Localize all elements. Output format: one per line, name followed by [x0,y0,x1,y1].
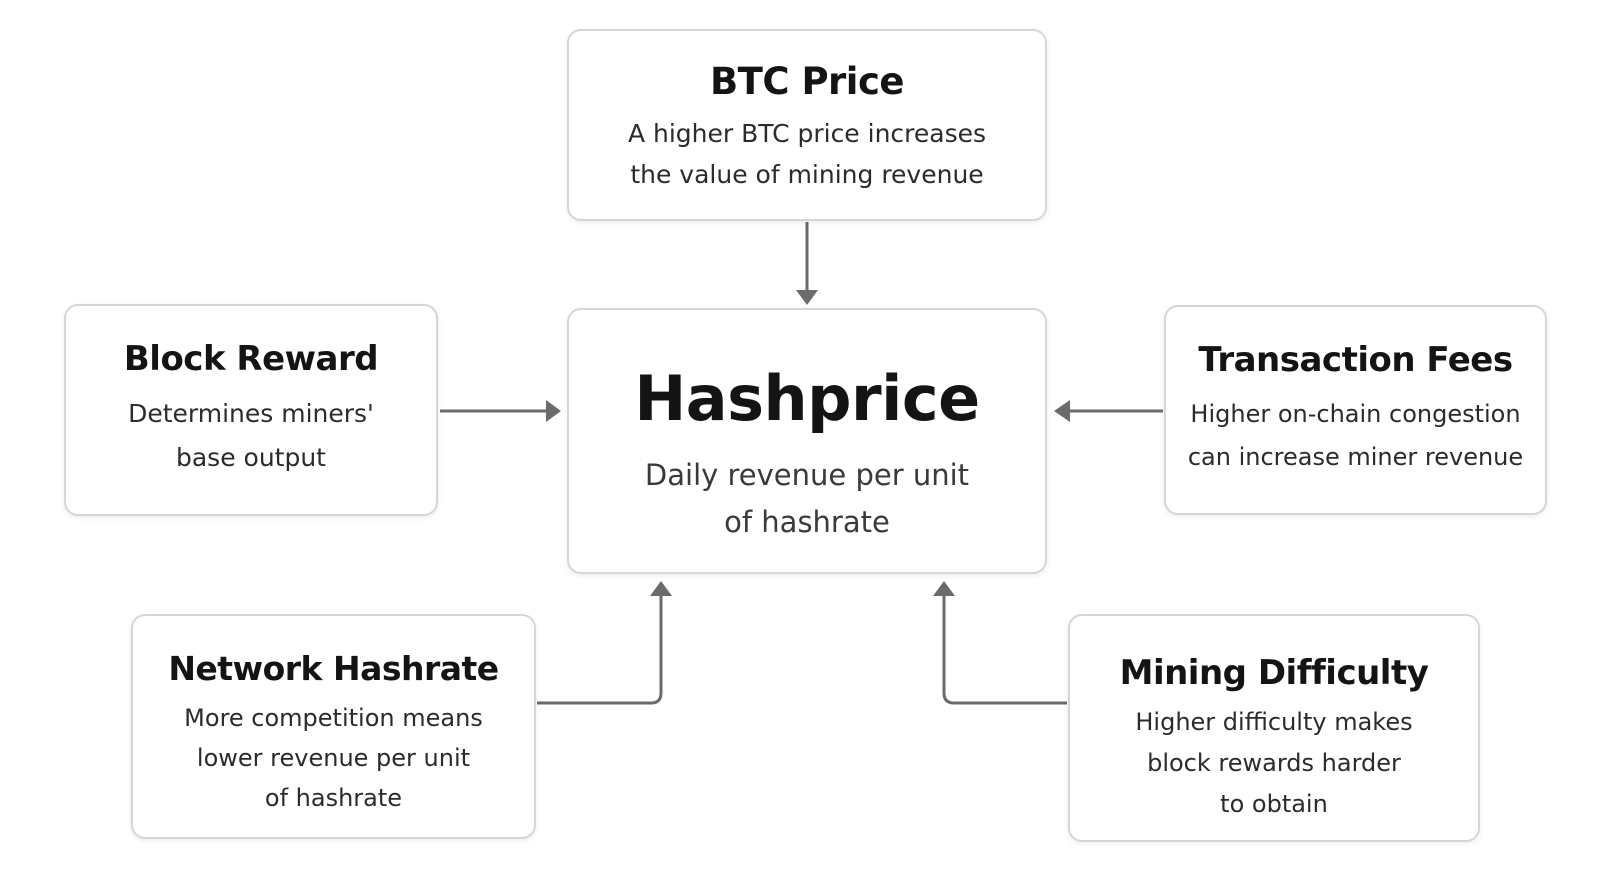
node-description: More competition means lower revenue per… [184,704,483,812]
node-block-reward: Block Reward Determines miners' base out… [64,304,438,516]
node-description: A higher BTC price increases the value o… [627,119,987,189]
node-description: Higher difficulty makes block rewards ha… [1135,708,1413,818]
edge-btc-price-to-hashprice [796,222,818,305]
edge-transaction-fees-to-hashprice [1054,400,1163,422]
edge-block-reward-to-hashprice [440,400,561,422]
node-title: Network Hashrate [168,649,499,688]
node-transaction-fees: Transaction Fees Higher on-chain congest… [1164,305,1547,515]
node-title: Transaction Fees [1198,340,1513,380]
node-title: Block Reward [123,339,379,379]
node-network-hashrate: Network Hashrate More competition means … [131,614,536,839]
node-title: Hashprice [634,362,980,435]
edge-mining-difficulty-to-hashprice [933,581,1067,705]
node-description: Determines miners' base output [128,399,374,472]
node-description: Higher on-chain congestion can increase … [1187,400,1524,471]
node-description: Daily revenue per unit of hashrate [644,458,970,539]
node-btc-price: BTC Price A higher BTC price increases t… [567,29,1047,221]
edge-network-hashrate-to-hashprice [537,581,672,705]
node-mining-difficulty: Mining Difficulty Higher difficulty make… [1068,614,1480,842]
node-hashprice: Hashprice Daily revenue per unit of hash… [567,308,1047,574]
node-title: BTC Price [709,60,905,103]
node-title: Mining Difficulty [1119,653,1429,693]
